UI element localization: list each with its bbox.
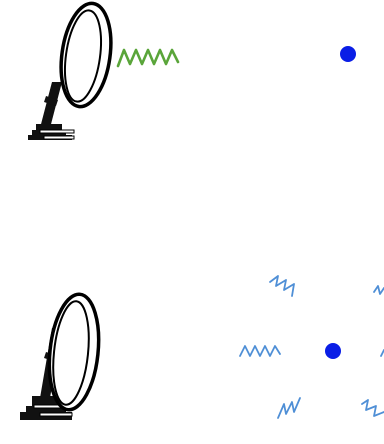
scattered-wave-icon <box>374 286 384 294</box>
radar-dish-icon <box>20 292 104 420</box>
emitted-wave-icon <box>118 50 178 66</box>
target-dot-icon <box>340 46 356 62</box>
target-dot-icon <box>325 343 341 359</box>
scattered-wave-icon <box>278 398 300 418</box>
scattered-wave-icon <box>270 276 294 296</box>
scattered-wave-icon <box>240 346 280 356</box>
radar-dish-icon <box>28 0 117 140</box>
top-panel <box>28 0 356 140</box>
scattered-wave-icon <box>362 400 384 416</box>
bottom-panel <box>20 276 384 420</box>
